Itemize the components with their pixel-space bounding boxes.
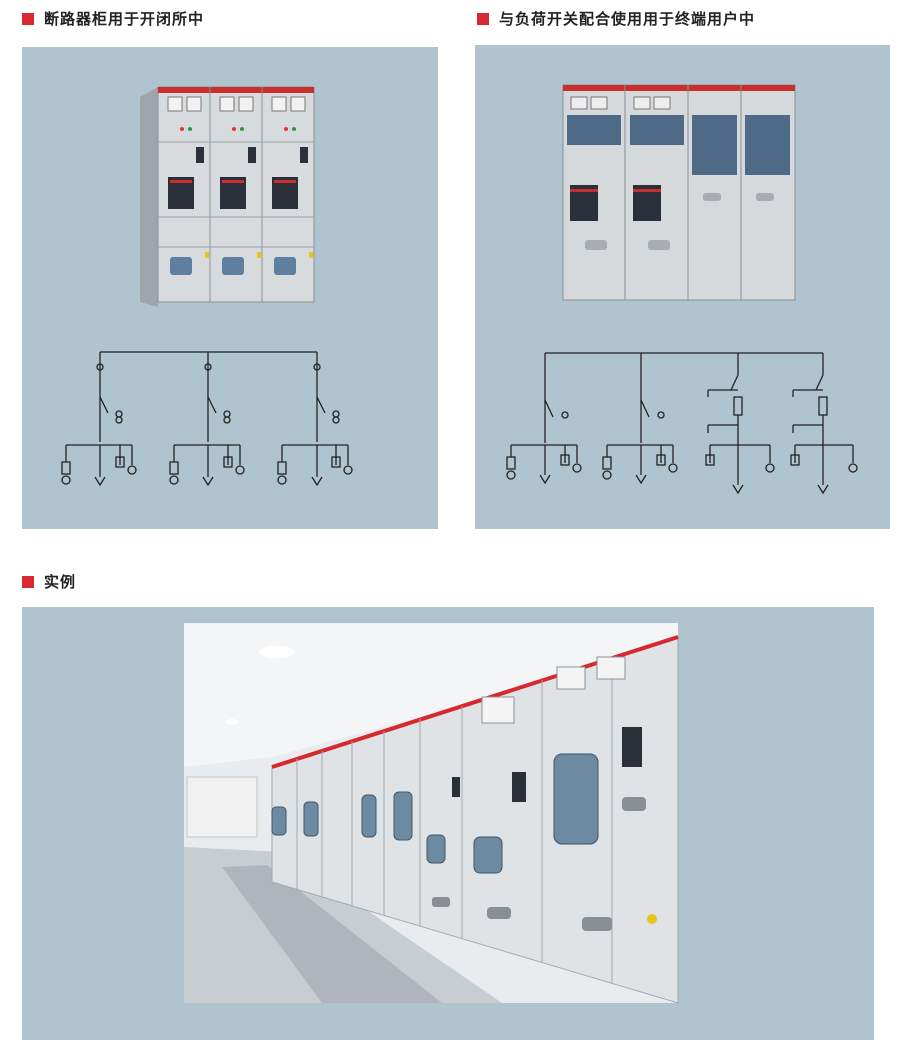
breaker-cabinet-photo xyxy=(61,86,353,487)
section-title: 实例 xyxy=(44,573,77,591)
example-photo xyxy=(184,623,679,1004)
section-heading-loadswitch: 与负荷开关配合使用用于终端用户中 xyxy=(477,8,755,29)
section-heading-breaker: 断路器柜用于开闭所中 xyxy=(22,8,204,29)
example-panel xyxy=(22,607,874,1040)
section-title: 断路器柜用于开闭所中 xyxy=(44,10,205,28)
loadswitch-panel xyxy=(475,45,890,529)
breaker-panel xyxy=(22,47,438,529)
red-square-icon xyxy=(22,12,34,25)
loadswitch-cabinet-photo xyxy=(506,84,858,495)
section-heading-example: 实例 xyxy=(22,571,76,592)
red-square-icon xyxy=(477,12,489,25)
red-square-icon xyxy=(22,575,34,588)
section-title: 与负荷开关配合使用用于终端用户中 xyxy=(499,10,756,28)
